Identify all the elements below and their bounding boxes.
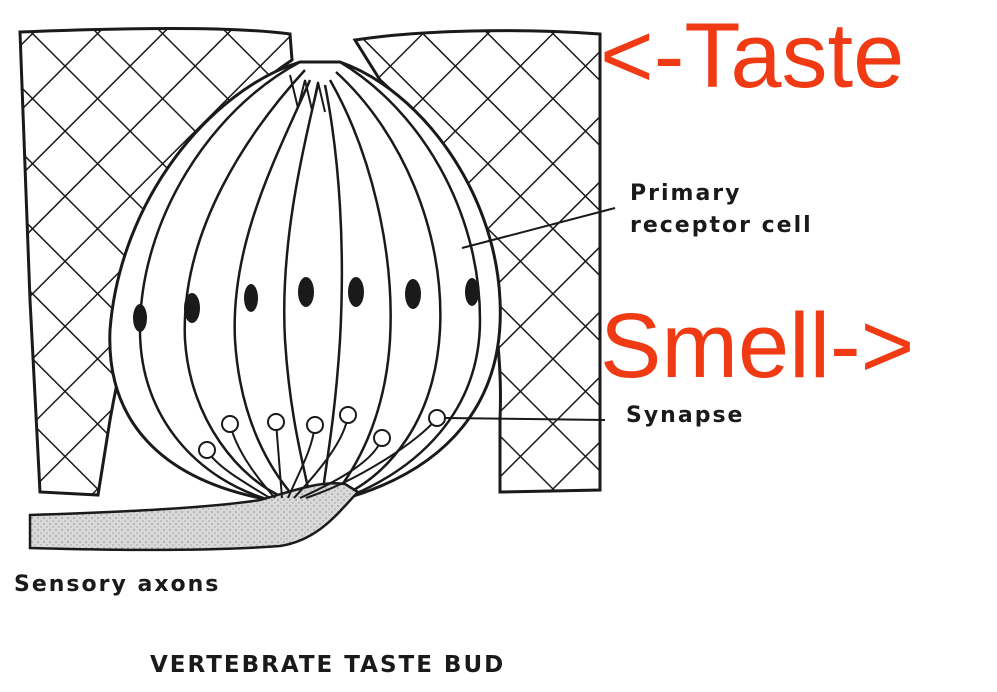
overlay-smell: Smell->	[600, 300, 914, 392]
synapse-icon	[374, 430, 390, 446]
nucleus	[184, 293, 200, 323]
nucleus	[405, 279, 421, 309]
synapse-icon	[340, 407, 356, 423]
nucleus	[298, 277, 314, 307]
nucleus	[348, 277, 364, 307]
synapse-icon	[307, 417, 323, 433]
nucleus	[133, 304, 147, 332]
label-receptor-cell: receptor cell	[630, 213, 813, 238]
label-primary: Primary	[630, 181, 741, 206]
synapse-icon	[199, 442, 215, 458]
label-sensory-axons: Sensory axons	[14, 572, 220, 597]
synapse-icon	[429, 410, 445, 426]
synapse-icon	[268, 414, 284, 430]
overlay-taste: <-Taste	[600, 10, 904, 102]
synapse-icon	[222, 416, 238, 432]
diagram-title: VERTEBRATE TASTE BUD	[150, 652, 505, 678]
label-synapse: Synapse	[626, 403, 744, 428]
nucleus	[465, 278, 479, 306]
nucleus	[244, 284, 258, 312]
